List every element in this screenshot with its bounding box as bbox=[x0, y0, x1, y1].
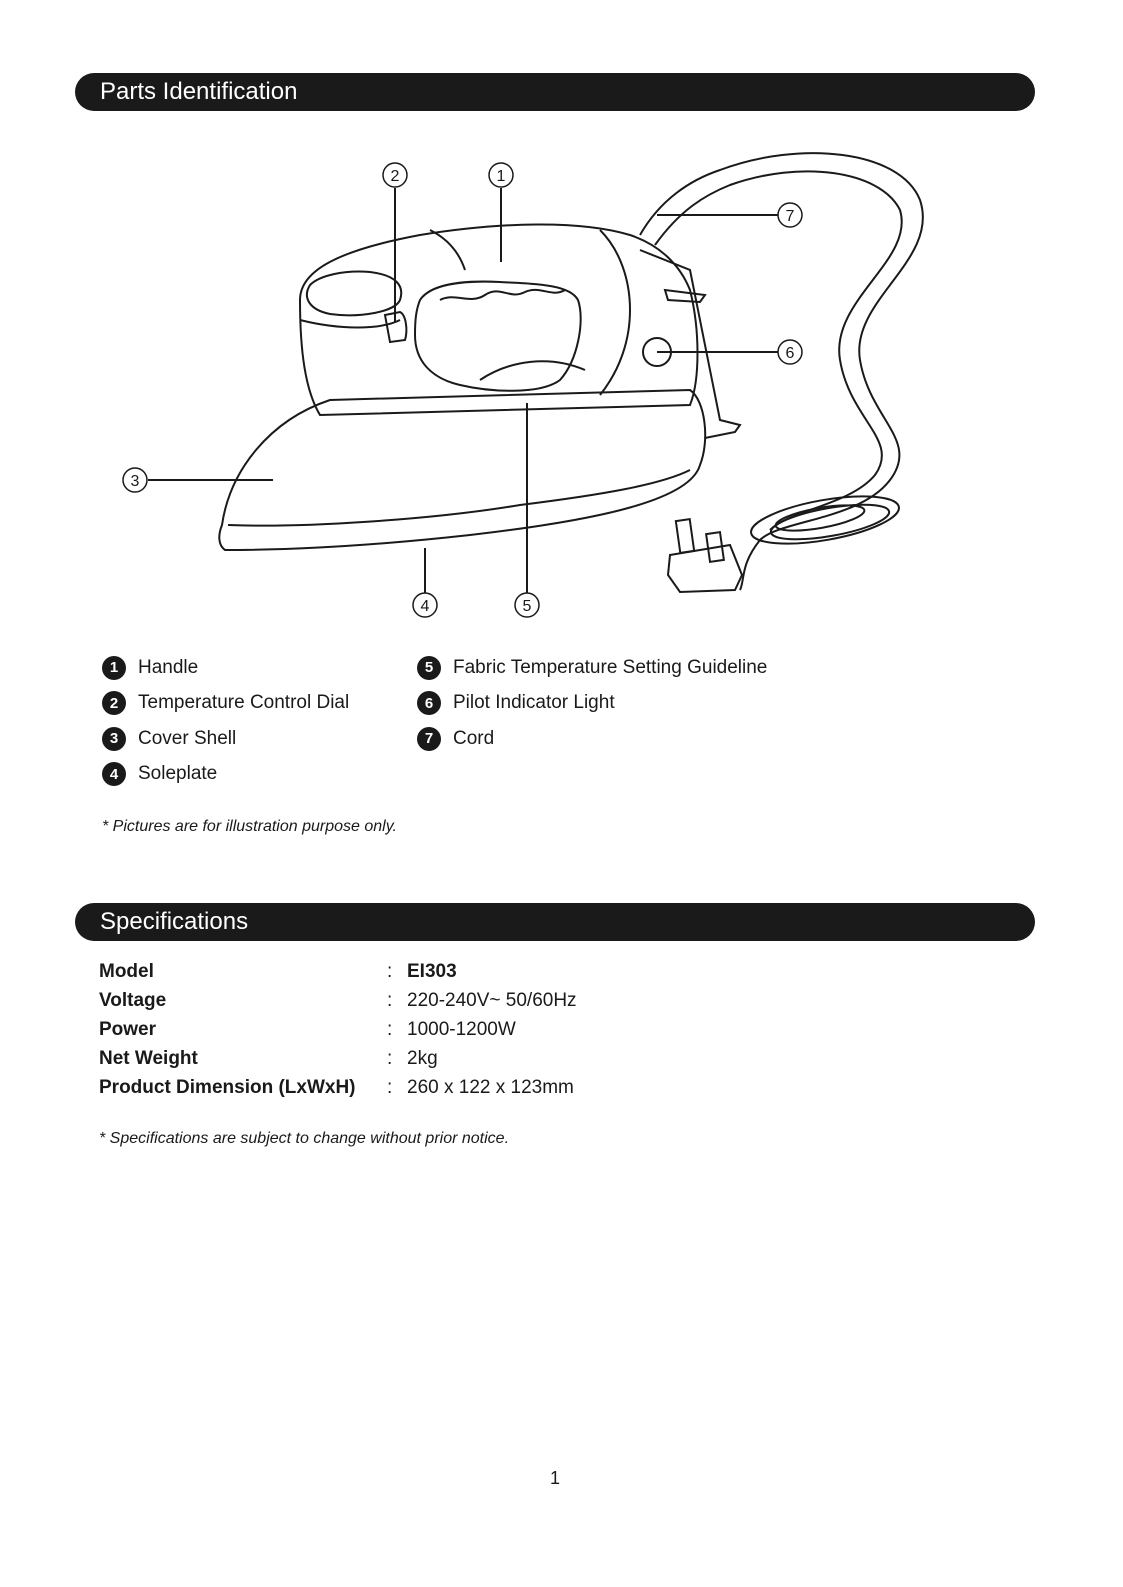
part-label: Fabric Temperature Setting Guideline bbox=[453, 656, 768, 678]
callout-5-label: 5 bbox=[523, 598, 532, 615]
temperature-dial-drawing bbox=[383, 310, 408, 344]
spec-label: Power bbox=[99, 1018, 157, 1040]
callout-5: 5 bbox=[514, 592, 540, 618]
part-number-badge: 1 bbox=[102, 655, 126, 680]
iron-illustration: 2 1 7 6 3 4 5 bbox=[122, 152, 924, 618]
parts-list-left: 1 Handle 2 Temperature Control Dial 3 Co… bbox=[102, 650, 349, 792]
part-number-badge: 5 bbox=[417, 655, 441, 680]
spec-value: 220-240V~ 50/60Hz bbox=[407, 989, 577, 1011]
part-label: Cord bbox=[453, 727, 495, 749]
spec-value: 1000-1200W bbox=[407, 1018, 516, 1040]
soleplate-drawing bbox=[218, 388, 707, 552]
part-item: 3 Cover Shell bbox=[102, 721, 349, 757]
spec-row-power: Power : 1000-1200W bbox=[99, 1015, 577, 1044]
spec-colon: : bbox=[387, 989, 393, 1011]
spec-row-dimension: Product Dimension (LxWxH) : 260 x 122 x … bbox=[99, 1073, 577, 1102]
specifications-table: Model : EI303 Voltage : 220-240V~ 50/60H… bbox=[99, 957, 577, 1102]
illustration-disclaimer: * Pictures are for illustration purpose … bbox=[102, 818, 397, 835]
part-number-badge: 3 bbox=[102, 726, 126, 751]
callout-4-label: 4 bbox=[421, 598, 430, 615]
part-item: 4 Soleplate bbox=[102, 757, 349, 793]
spec-value: 2kg bbox=[407, 1047, 438, 1069]
part-label: Handle bbox=[138, 656, 199, 678]
parts-list-right: 5 Fabric Temperature Setting Guideline 6… bbox=[417, 650, 767, 757]
spec-row-voltage: Voltage : 220-240V~ 50/60Hz bbox=[99, 986, 577, 1015]
part-label: Pilot Indicator Light bbox=[453, 692, 615, 714]
callout-7: 7 bbox=[777, 202, 803, 228]
part-number-badge: 2 bbox=[102, 691, 126, 716]
spec-value: 260 x 122 x 123mm bbox=[407, 1076, 574, 1098]
part-number-badge: 7 bbox=[417, 726, 441, 751]
plug-drawing bbox=[666, 543, 744, 594]
part-number-badge: 6 bbox=[417, 691, 441, 716]
part-label: Soleplate bbox=[138, 763, 218, 785]
cord-drawing bbox=[639, 152, 924, 591]
parts-identification-header: Parts Identification bbox=[75, 73, 1035, 111]
spec-label: Product Dimension (LxWxH) bbox=[99, 1076, 356, 1098]
part-item: 5 Fabric Temperature Setting Guideline bbox=[417, 650, 767, 686]
callout-4: 4 bbox=[412, 592, 438, 618]
handle-drawing bbox=[413, 280, 582, 392]
cover-shell-drawing bbox=[298, 223, 699, 417]
spec-label: Model bbox=[99, 960, 154, 982]
part-label: Temperature Control Dial bbox=[138, 692, 350, 714]
callout-6-label: 6 bbox=[786, 345, 795, 362]
part-label: Cover Shell bbox=[138, 727, 237, 749]
spec-label: Voltage bbox=[99, 989, 167, 1011]
part-item: 6 Pilot Indicator Light bbox=[417, 686, 767, 722]
spec-label: Net Weight bbox=[99, 1047, 198, 1069]
callout-2: 2 bbox=[382, 162, 408, 188]
specifications-header: Specifications bbox=[75, 903, 1035, 941]
specifications-disclaimer: * Specifications are subject to change w… bbox=[99, 1130, 510, 1147]
callout-1-label: 1 bbox=[497, 168, 506, 185]
part-item: 7 Cord bbox=[417, 721, 767, 757]
callout-3: 3 bbox=[122, 467, 148, 493]
spec-colon: : bbox=[387, 1018, 393, 1040]
callout-6: 6 bbox=[777, 339, 803, 365]
spec-colon: : bbox=[387, 1076, 393, 1098]
spec-row-net-weight: Net Weight : 2kg bbox=[99, 1044, 577, 1073]
callout-3-label: 3 bbox=[131, 473, 140, 490]
spec-row-model: Model : EI303 bbox=[99, 957, 577, 986]
callout-1: 1 bbox=[488, 162, 514, 188]
callout-2-label: 2 bbox=[391, 168, 400, 185]
callout-7-label: 7 bbox=[786, 208, 795, 225]
spec-colon: : bbox=[387, 1047, 393, 1069]
part-item: 2 Temperature Control Dial bbox=[102, 686, 349, 722]
spec-colon: : bbox=[387, 960, 393, 982]
page-number: 1 bbox=[549, 1468, 560, 1488]
spec-value: EI303 bbox=[407, 960, 457, 982]
part-number-badge: 4 bbox=[102, 762, 126, 787]
cord-coil bbox=[750, 495, 900, 545]
part-item: 1 Handle bbox=[102, 650, 349, 686]
